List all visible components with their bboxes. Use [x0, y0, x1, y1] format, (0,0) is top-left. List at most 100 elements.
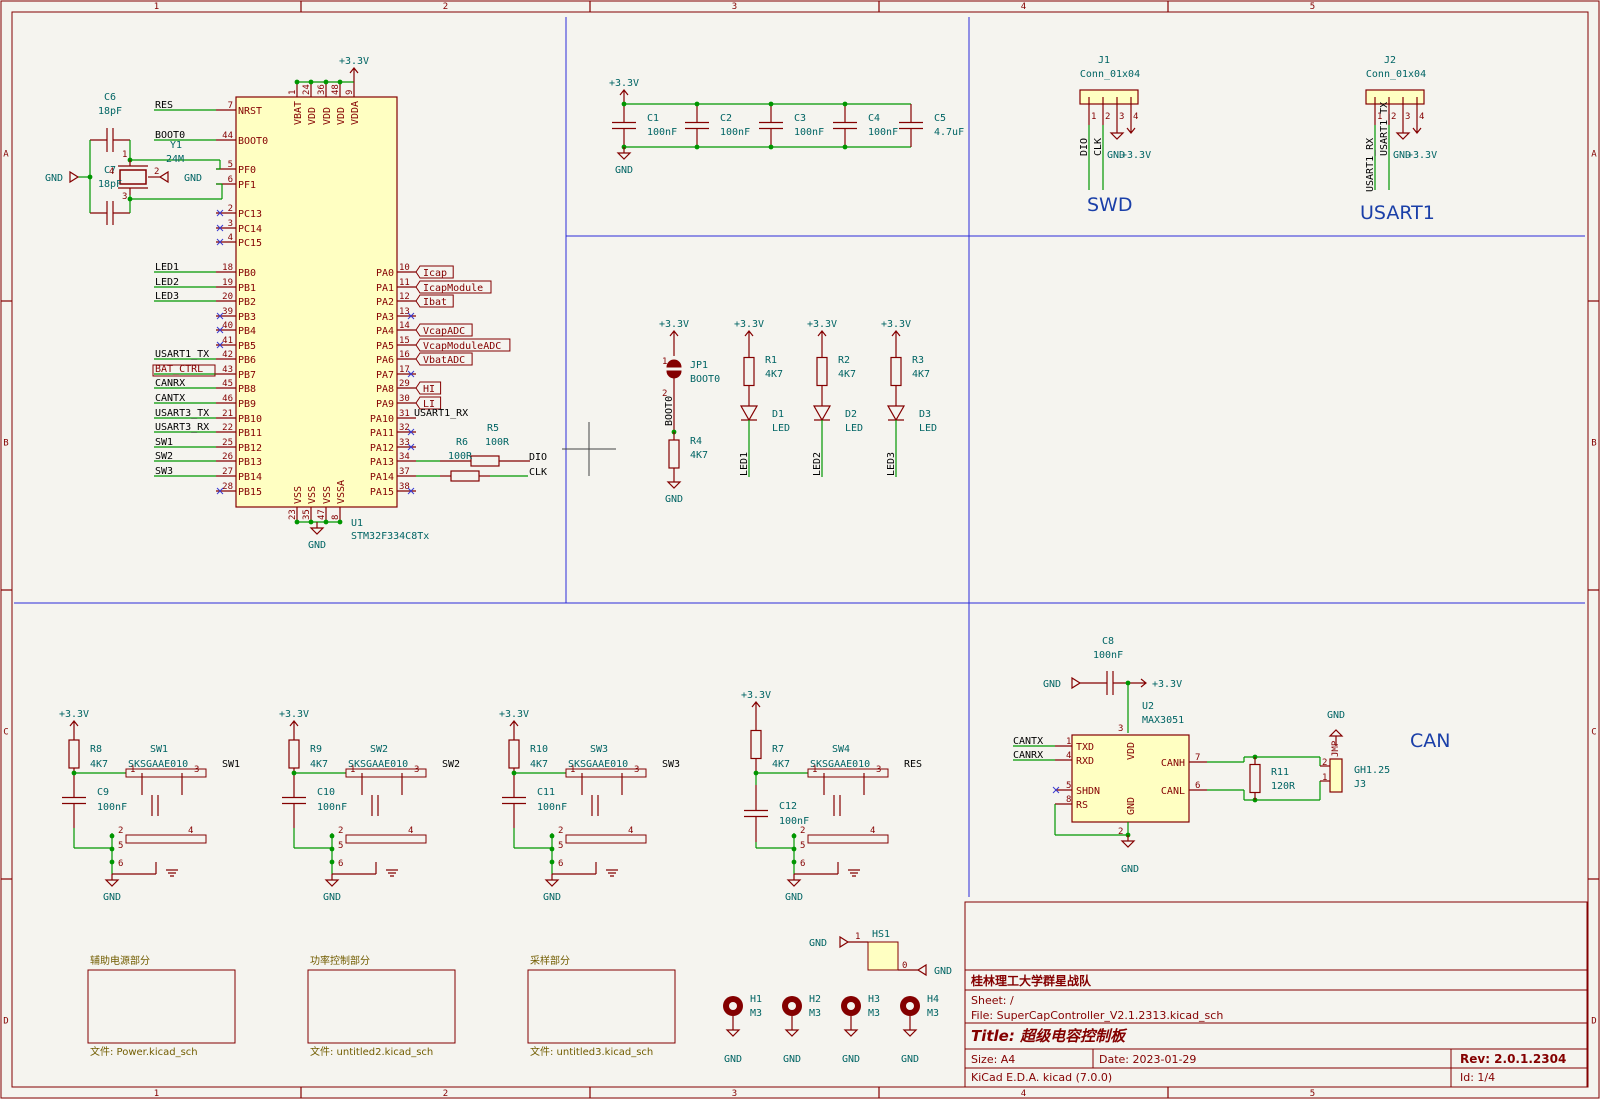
pin-name: RS — [1076, 800, 1088, 811]
power-3v3-icon — [1412, 125, 1422, 134]
decoupling-caps[interactable]: +3.3VC1100nFC2100nFC3100nFC4100nFC54.7uF… — [609, 78, 964, 176]
switch-pin-bar — [565, 834, 647, 844]
frame-col-label: 4 — [1021, 1089, 1026, 1099]
usart1-section-label: USART1 — [1360, 202, 1435, 224]
mcu-pin-number: 19 — [222, 278, 233, 288]
mcu-pin-number: 33 — [399, 438, 410, 448]
frame-row-label: B — [1591, 439, 1596, 449]
boot-and-led-circuits[interactable]: +3.3VJP1BOOT012BOOT0R44K7GND+3.3VR14K7D1… — [659, 319, 937, 505]
junction-dot — [694, 101, 700, 107]
sheet-name: 功率控制部分 — [310, 954, 370, 967]
pin-name: GND — [1126, 797, 1137, 815]
net-label: LED1 — [155, 262, 179, 273]
ref-label: R2 — [838, 355, 850, 366]
ref-label: H2 — [809, 994, 821, 1005]
title-size: Size: A4 — [971, 1053, 1015, 1066]
mcu-pin-name: VSS — [307, 486, 318, 504]
crystal-body — [119, 169, 147, 185]
mcu-pin-number: 44 — [222, 131, 233, 141]
mcu-pin-name: VDD — [322, 107, 333, 125]
value-label: 4K7 — [772, 759, 790, 770]
sheet-box[interactable] — [87, 969, 236, 1044]
mcu-pin-number: 37 — [399, 467, 410, 477]
mcu-pin-name: VDDA — [350, 101, 361, 125]
net-label: CLK — [1093, 138, 1104, 156]
value-label: M3 — [868, 1008, 880, 1019]
mcu-pin-name: PB12 — [238, 443, 262, 454]
pin-number: 1 — [855, 932, 860, 942]
ground-icon — [544, 874, 560, 887]
ref-label: J1 — [1098, 55, 1110, 66]
pin-name: CANL — [1161, 786, 1185, 797]
junction-dot — [549, 846, 555, 852]
mcu-pin-number: 23 — [288, 509, 298, 520]
power-label: +3.3V — [1407, 150, 1437, 161]
frame-col-label: 2 — [443, 1089, 448, 1099]
value-label: 100R — [485, 437, 510, 448]
value-label: Conn_01x04 — [1080, 69, 1140, 80]
no-connect-icon — [407, 443, 415, 451]
mcu-pin-number: 6 — [228, 175, 233, 185]
power-label: +3.3V — [741, 690, 771, 701]
mcu-pin-name: PA6 — [376, 355, 394, 366]
mcu-pin-name: PB8 — [238, 384, 256, 395]
pin-number: 1 — [1091, 112, 1096, 122]
power-label: +3.3V — [339, 56, 369, 67]
pin-number: 3 — [1118, 724, 1123, 734]
pin-number: 3 — [876, 765, 881, 775]
ref-label: D1 — [772, 409, 784, 420]
mcu-ref: U1 — [351, 518, 363, 529]
mcu-u1[interactable]: U1STM32F334C8TxNRST7RESBOOT044BOOT0PF05P… — [152, 56, 547, 551]
hier-label: VcapADC — [423, 326, 465, 337]
pin-number: 1 — [350, 765, 355, 775]
mcu-pin-number: 13 — [399, 307, 410, 317]
mcu-pin-name: PC13 — [238, 209, 262, 220]
junction-dot — [842, 101, 848, 107]
pin-number: 3 — [634, 765, 639, 775]
net-label: CANRX — [1013, 750, 1043, 761]
hier-label-box — [415, 381, 442, 395]
no-connect-icon — [1052, 786, 1060, 794]
pin-number: 3 — [1119, 112, 1124, 122]
pin-number: 2 — [154, 167, 159, 177]
frame-row-label: B — [3, 439, 8, 449]
sheet-box[interactable] — [527, 969, 676, 1044]
no-connect-icon — [407, 312, 415, 320]
mcu-pin-number: 24 — [302, 84, 312, 95]
mcu-pin-name: VSS — [293, 486, 304, 504]
mcu-pin-number: 45 — [222, 379, 233, 389]
mcu-pin-number: 29 — [399, 379, 410, 389]
pin-number: 3 — [1405, 112, 1410, 122]
ref-label: SW2 — [370, 744, 388, 755]
mcu-pin-name: PA4 — [376, 326, 394, 337]
sheet-box[interactable] — [307, 969, 456, 1044]
mcu-pin-name: PB7 — [238, 370, 256, 381]
sheet-name: 辅助电源部分 — [90, 954, 150, 967]
ref-label: R11 — [1271, 767, 1289, 778]
pin-number: 2 — [1322, 758, 1327, 768]
mcu-pin-number: 9 — [345, 90, 355, 95]
pin-number: 1 — [1377, 112, 1382, 122]
mcu-pin-name: PF0 — [238, 165, 256, 176]
ground-icon — [104, 874, 120, 887]
pin-number: 4 — [1066, 751, 1071, 761]
jumper-body — [666, 370, 682, 379]
can-transceiver-circuit[interactable]: C8100nFGND+3.3VU2MAX3051TXD1CANTXRXD4CAN… — [1013, 636, 1390, 875]
ground-icon — [843, 1024, 859, 1037]
net-label: USART1_TX — [1379, 102, 1390, 156]
mcu-pin-name: PA10 — [370, 414, 394, 425]
pin-number: 2 — [662, 389, 667, 399]
value-label: Conn_01x04 — [1366, 69, 1426, 80]
hier-label: LI — [423, 399, 435, 410]
ground-icon — [616, 147, 632, 160]
no-connect-icon — [216, 209, 224, 217]
mcu-value: STM32F334C8Tx — [351, 531, 429, 542]
junction-dot — [549, 833, 555, 839]
net-label: BAT_CTRL — [155, 364, 203, 375]
